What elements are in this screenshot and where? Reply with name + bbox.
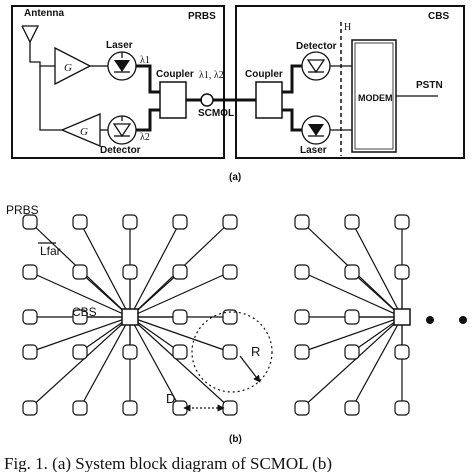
prbs-node [394,400,410,416]
link-line [129,221,181,318]
interface-label: H [344,22,351,33]
cbs-box-label: CBS [428,11,449,22]
link-line [129,271,231,318]
lambda2-label: λ2 [140,132,150,143]
prbs-box-label: PRBS [188,11,216,22]
cbs-hub-left [121,308,139,326]
coupler-right [255,81,283,119]
detector-left-label: Detector [100,145,141,156]
detector-right-label: Detector [296,41,337,52]
laser-left-label: Laser [106,40,133,51]
prbs-node [122,344,138,360]
prbs-node [222,400,238,416]
antenna-label: Antenna [24,8,64,19]
fiber-label: SCMOL [198,108,234,119]
coupler-left [159,81,187,119]
prbs-node [122,214,138,230]
prbs-node [22,214,38,230]
laser-left-icon [107,51,137,81]
prbs-node [344,309,360,325]
link-line [351,316,403,409]
fiber-wavelengths-label: λ1, λ2 [199,70,224,81]
link-line [29,316,131,409]
laser-right-label: Laser [300,145,327,156]
detector-right-icon [301,51,331,81]
prbs-node [72,214,88,230]
prbs-node [22,400,38,416]
prbs-node [394,264,410,280]
figure-caption: Fig. 1. (a) System block diagram of SCMO… [4,454,332,472]
link-line [301,271,403,318]
prbs-node [72,264,88,280]
prbs-node [394,214,410,230]
prbs-node [122,264,138,280]
prbs-node [344,400,360,416]
radius-arrow [239,355,261,383]
antenna-icon [21,25,40,52]
caption-a: (a) [229,172,241,183]
prbs-node [294,309,310,325]
caption-b: (b) [229,434,242,445]
prbs-box [11,5,225,159]
coupler-left-label: Coupler [156,69,194,80]
prbs-node [294,400,310,416]
link-line [29,271,131,318]
distance-label: D [166,391,175,406]
prbs-node [344,264,360,280]
link-line [129,316,231,409]
coverage-circle [191,311,273,393]
prbs-node [122,400,138,416]
prbs-node [344,214,360,230]
link-line [129,316,231,353]
link-line [79,221,131,318]
prbs-node [172,264,188,280]
amplifier-bottom-label: G [80,126,88,138]
prbs-node [294,344,310,360]
link-line [301,316,403,409]
lfar-label: Lfar [40,244,61,258]
laser-right-icon [301,115,331,145]
prbs-node [222,309,238,325]
prbs-node [72,344,88,360]
prbs-node [222,214,238,230]
prbs-node [172,309,188,325]
link-line [29,316,131,353]
prbs-node [22,309,38,325]
amplifier-top-label: G [64,62,72,74]
cbs-label: CBS [72,305,97,319]
cbs-box [235,5,465,159]
radius-label: R [251,344,260,359]
ellipsis-dot [426,316,434,324]
detector-left-icon [107,115,137,145]
ellipsis-dot [459,316,467,324]
prbs-node [344,344,360,360]
lambda1-label: λ1 [140,55,150,66]
cbs-hub-right [393,308,411,326]
prbs-label: PRBS [6,203,39,217]
figure-a: PRBS Antenna G G Laser λ1 [11,5,465,183]
coupler-right-label: Coupler [245,69,283,80]
link-line [301,316,403,353]
prbs-node [394,344,410,360]
link-line [129,316,181,409]
prbs-node [72,400,88,416]
prbs-node [22,344,38,360]
modem-label: MODEM [358,93,393,103]
link-line [79,316,131,409]
prbs-node [222,344,238,360]
prbs-node [222,264,238,280]
prbs-node [72,309,88,325]
prbs-node [172,214,188,230]
prbs-node [294,264,310,280]
prbs-node [172,344,188,360]
amplifier-top-icon [54,46,92,86]
fiber-loop [200,93,214,107]
pstn-label: PSTN [416,80,443,91]
prbs-node [22,264,38,280]
figure-b: R D PRBS CBS Lfar (b) [6,203,467,445]
prbs-node [294,214,310,230]
link-line [351,221,403,318]
